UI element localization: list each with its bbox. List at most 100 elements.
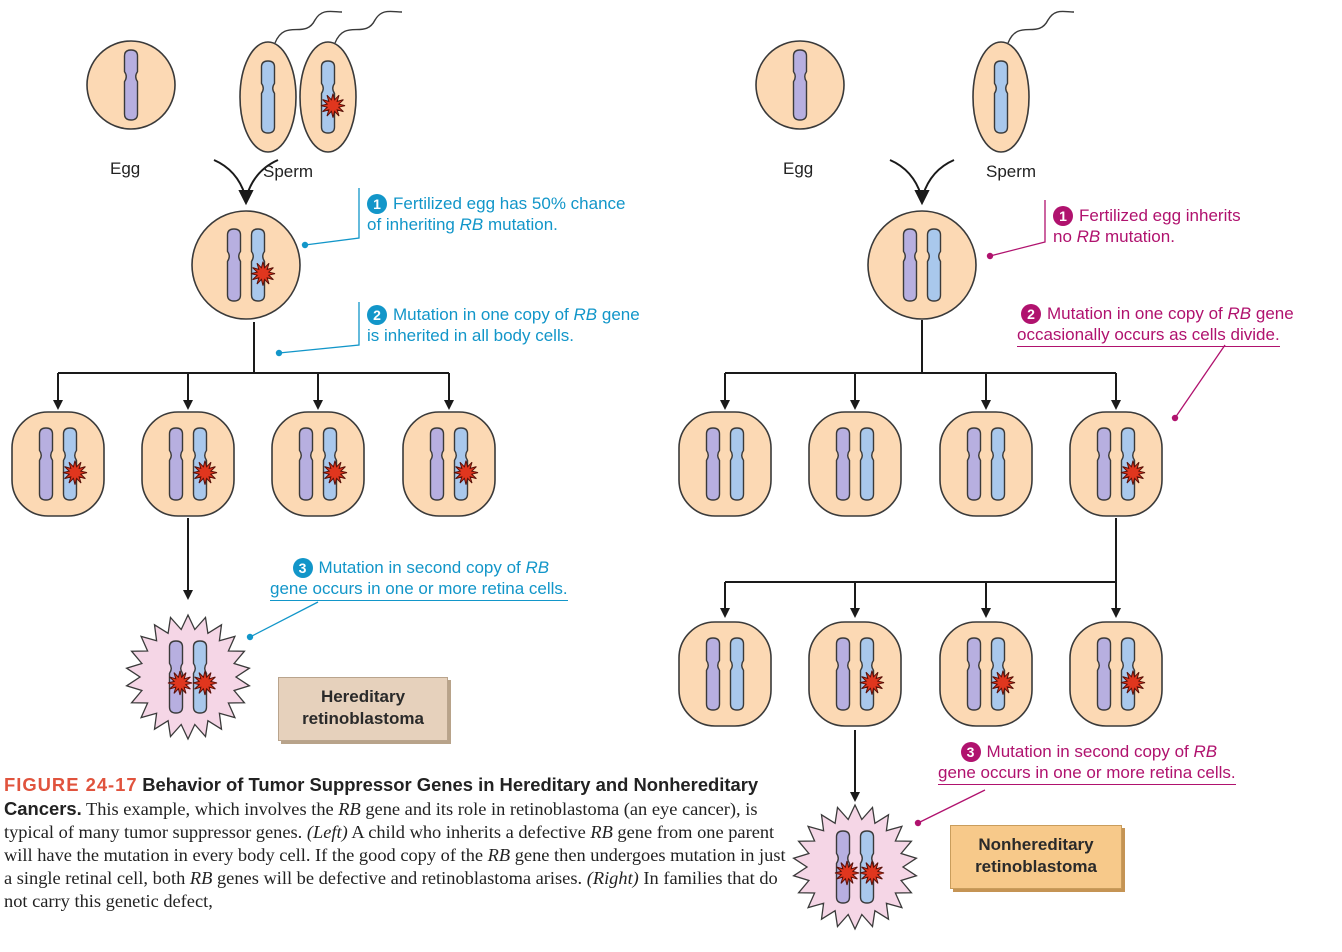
chromosome [228,229,241,301]
chromosome [904,229,917,301]
step-text: gene [1251,304,1294,323]
step-text: mutation. [1100,227,1175,246]
retina-cell-right-1 [679,622,771,726]
step-text: occasionally occurs as cells divide. [1017,324,1280,347]
egg-label-right: Egg [783,158,813,179]
gene-name: RB [338,799,360,819]
gene-name: RB [190,868,212,888]
leader-step2-right [1175,345,1225,418]
cell-membrane [403,412,495,516]
cell-membrane [1070,412,1162,516]
chromosome [40,428,53,500]
caption-tag-right: (Right) [587,868,639,888]
merge-curve [890,160,921,195]
step-number-badge: 1 [367,194,387,214]
cell-membrane [12,412,104,516]
box-label-line2: retinoblastoma [951,856,1121,878]
step-text: Fertilized egg has 50% chance [393,194,625,213]
tumor-cell-right [794,805,917,929]
chromosome [300,428,313,500]
merge-curve [923,160,954,195]
gene-name: RB [488,845,510,865]
retina-cell-right-3 [940,622,1032,726]
gene-name: RB [460,215,484,234]
leader-step1-right [990,200,1045,256]
step-text: gene occurs in one or more retina cells. [938,762,1236,785]
hereditary-retinoblastoma-box: Hereditary retinoblastoma [278,677,448,741]
arrowhead [916,191,928,203]
retina-cell-right-2 [809,622,901,726]
step-text: gene occurs in one or more retina cells. [270,578,568,601]
caption-text: genes will be defective and retinoblasto… [212,868,582,888]
flagellum [335,11,402,43]
step-text: Mutation in second copy of [987,742,1194,761]
chromosome [928,229,941,301]
chromosome [992,428,1005,500]
step-text: Fertilized egg inherits [1079,206,1241,225]
body-cell-right-4 [1070,412,1162,516]
leader-dot [987,253,993,259]
arrowhead [240,191,252,203]
gene-name: RB [526,558,550,577]
body-cell-left-4 [403,412,495,516]
leader-dot [915,820,921,826]
chromosome [731,428,744,500]
step-number-badge: 3 [961,742,981,762]
egg-cell-right [756,41,844,129]
body-cell-right-2 [809,412,901,516]
body-cell-right-1 [679,412,771,516]
chromosome [707,638,720,710]
chromosome [837,638,850,710]
cell-membrane [809,622,901,726]
cell-membrane [272,412,364,516]
chromosome [968,428,981,500]
step-number-badge: 2 [1021,304,1041,324]
sperm-cell-right [973,11,1074,152]
flagellum [275,11,342,43]
leader-dot [276,350,282,356]
zygote-left [192,211,300,319]
cell-membrane [809,412,901,516]
figure-caption: FIGURE 24-17 Behavior of Tumor Suppresso… [4,773,789,913]
tumor-cell-left [127,615,250,739]
chromosome [968,638,981,710]
retina-cell-right-4 [1070,622,1162,726]
sperm-label-left: Sperm [263,161,313,182]
cell-membrane [679,622,771,726]
gene-name: RB [1228,304,1252,323]
gene-name: RB [1077,227,1101,246]
step1-annotation-left: 1Fertilized egg has 50% chance of inheri… [367,193,625,235]
chromosome [995,61,1008,133]
merge-curve [214,160,245,195]
sperm-cell-left-mutant [300,11,402,152]
tumor-outline [127,615,250,739]
chromosome [125,50,138,120]
cell-membrane [868,211,976,319]
body-cell-left-1 [12,412,104,516]
chromosome [837,428,850,500]
gene-name: RB [574,305,598,324]
leader-step3-left [250,602,318,637]
box-label-line2: retinoblastoma [279,708,447,730]
caption-text: A child who inherits a defective [348,822,591,842]
zygote-right [868,211,976,319]
leader-dot [247,634,253,640]
leader-dot [302,242,308,248]
step-text: gene [597,305,640,324]
leader-step2-left [279,302,359,353]
cell-membrane [1070,622,1162,726]
chromosome [262,61,275,133]
chromosome [170,428,183,500]
leader-step1-left [305,188,359,245]
cell-membrane [940,622,1032,726]
leader-dot [1172,415,1178,421]
egg-label-left: Egg [110,158,140,179]
nonhereditary-retinoblastoma-box: Nonhereditary retinoblastoma [950,825,1122,889]
chromosome [731,638,744,710]
sperm-label-right: Sperm [986,161,1036,182]
